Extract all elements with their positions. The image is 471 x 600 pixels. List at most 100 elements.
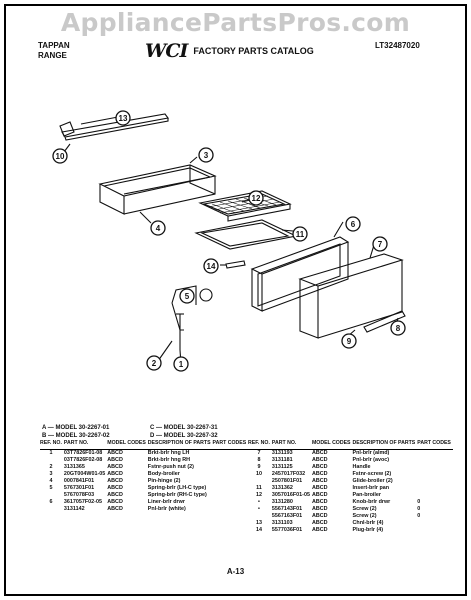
model-code-cell: ABCD bbox=[311, 492, 328, 498]
callout-number: 13 bbox=[119, 114, 128, 123]
page-number: A-13 bbox=[226, 567, 245, 576]
callout-circle bbox=[150, 220, 166, 236]
ref-cell: 1 bbox=[49, 450, 53, 456]
callout-circle bbox=[203, 258, 219, 274]
part-number-cell: 3131103 bbox=[271, 520, 293, 526]
ref-cell: 7 bbox=[257, 450, 261, 456]
part-number-cell: 5567163F01 bbox=[271, 513, 303, 519]
part-code-cell bbox=[417, 520, 453, 527]
description-cell: Brkt-brlr hng RH bbox=[147, 457, 191, 463]
col-part-codes: PART CODES bbox=[417, 440, 453, 450]
ref-cell: 5 bbox=[49, 485, 53, 491]
parts-table-right: REF. NO. PART NO. MODEL CODES DESCRIPTIO… bbox=[248, 440, 453, 534]
ref-cell: • bbox=[258, 506, 260, 512]
callout-circle bbox=[179, 288, 195, 304]
callout-number: 1 bbox=[179, 360, 184, 369]
model-code-cell: ABCD bbox=[311, 471, 328, 477]
part-number-cell: 5567143F01 bbox=[271, 506, 303, 512]
callout-11: 11 bbox=[292, 226, 308, 242]
model-code-cell: ABCD bbox=[311, 499, 328, 505]
callout-12: 12 bbox=[248, 190, 264, 206]
part-number-cell: 5767078F03 bbox=[63, 492, 95, 498]
part-number-cell: 3131181 bbox=[271, 457, 293, 463]
model-code-cell: ABCD bbox=[107, 485, 123, 491]
part-number-cell: 3131280 bbox=[271, 499, 293, 505]
callout-circle bbox=[146, 355, 162, 371]
model-code-cell: ABCD bbox=[107, 471, 123, 477]
callout-circle bbox=[173, 356, 189, 372]
description-cell: Pnl-brlr (avoc) bbox=[352, 457, 390, 463]
part-number-cell: 3131193 bbox=[271, 450, 293, 456]
part-code-cell bbox=[417, 457, 453, 464]
ref-cell: 3 bbox=[49, 471, 53, 477]
description-cell: Spring-brlr (LH-C type) bbox=[147, 485, 207, 491]
description-cell: Pnl-brlr (almd) bbox=[352, 450, 390, 456]
callout-number: 4 bbox=[156, 224, 161, 233]
callout-4: 4 bbox=[150, 220, 166, 236]
model-code-cell: ABCD bbox=[311, 478, 328, 484]
model-code-cell: ABCD bbox=[107, 478, 123, 484]
part-code-cell bbox=[213, 492, 249, 499]
callout-circle bbox=[198, 147, 214, 163]
callout-2: 2 bbox=[146, 355, 162, 371]
callout-circle bbox=[248, 190, 264, 206]
model-b: B — MODEL 30-2267-02 bbox=[42, 433, 110, 439]
part-code-cell bbox=[417, 485, 453, 492]
callout-number: 9 bbox=[347, 337, 352, 346]
model-c: C — MODEL 30-2267-31 bbox=[150, 425, 218, 431]
part-number-cell: 0007841F01 bbox=[63, 478, 95, 484]
callout-number: 14 bbox=[207, 262, 216, 271]
part-number-cell: 3131125 bbox=[271, 464, 293, 470]
callout-circle bbox=[292, 226, 308, 242]
model-code-cell: ABCD bbox=[107, 464, 123, 470]
callout-number: 11 bbox=[296, 230, 305, 239]
part-code-cell bbox=[213, 450, 249, 458]
col-description: DESCRIPTION OF PARTS bbox=[352, 440, 418, 450]
ref-cell: 10 bbox=[255, 471, 262, 477]
description-cell: Glide-broiler (2) bbox=[352, 478, 393, 484]
part-code-cell bbox=[417, 478, 453, 485]
part-code-cell: 0 bbox=[417, 513, 421, 519]
col-part-codes: PART CODES bbox=[212, 440, 249, 450]
callout-7: 7 bbox=[372, 236, 388, 252]
callout-circle bbox=[52, 148, 68, 164]
part-code-cell bbox=[213, 464, 249, 471]
part-number-cell: 03T7826F01-08 bbox=[63, 450, 103, 456]
diagram-lines bbox=[59, 113, 406, 365]
description-cell: Insert-brlr pan bbox=[352, 485, 390, 491]
part-number-cell: 20GT004W01-05 bbox=[63, 471, 106, 477]
part-code-cell bbox=[417, 464, 453, 471]
part-code-cell bbox=[417, 527, 453, 534]
callout-number: 2 bbox=[152, 359, 157, 368]
callout-number: 8 bbox=[396, 324, 401, 333]
col-model-codes: MODEL CODES bbox=[107, 440, 148, 450]
ref-cell: 2 bbox=[49, 464, 53, 470]
callout-number: 3 bbox=[204, 151, 209, 160]
callout-circle bbox=[341, 333, 357, 349]
callout-9: 9 bbox=[341, 333, 357, 349]
description-cell: Brkt-brlr hng LH bbox=[147, 450, 190, 456]
ref-cell: 13 bbox=[255, 520, 262, 526]
part-code-cell bbox=[417, 471, 453, 478]
ref-cell bbox=[40, 492, 64, 499]
part-number-cell: 3057016F01-05 bbox=[271, 492, 310, 498]
part-number-cell: 3131365 bbox=[63, 464, 85, 470]
part-number-cell: 3131362 bbox=[271, 485, 293, 491]
table-header-row: REF. NO. PART NO. MODEL CODES DESCRIPTIO… bbox=[248, 440, 453, 450]
model-a: A — MODEL 30-2267-01 bbox=[42, 425, 110, 431]
callout-8: 8 bbox=[390, 320, 406, 336]
table-header-row: REF. NO. PART NO. MODEL CODES DESCRIPTIO… bbox=[40, 440, 249, 450]
ref-cell bbox=[40, 506, 64, 513]
ref-cell: 4 bbox=[49, 478, 53, 484]
brand-line-1: TAPPAN bbox=[38, 41, 70, 50]
